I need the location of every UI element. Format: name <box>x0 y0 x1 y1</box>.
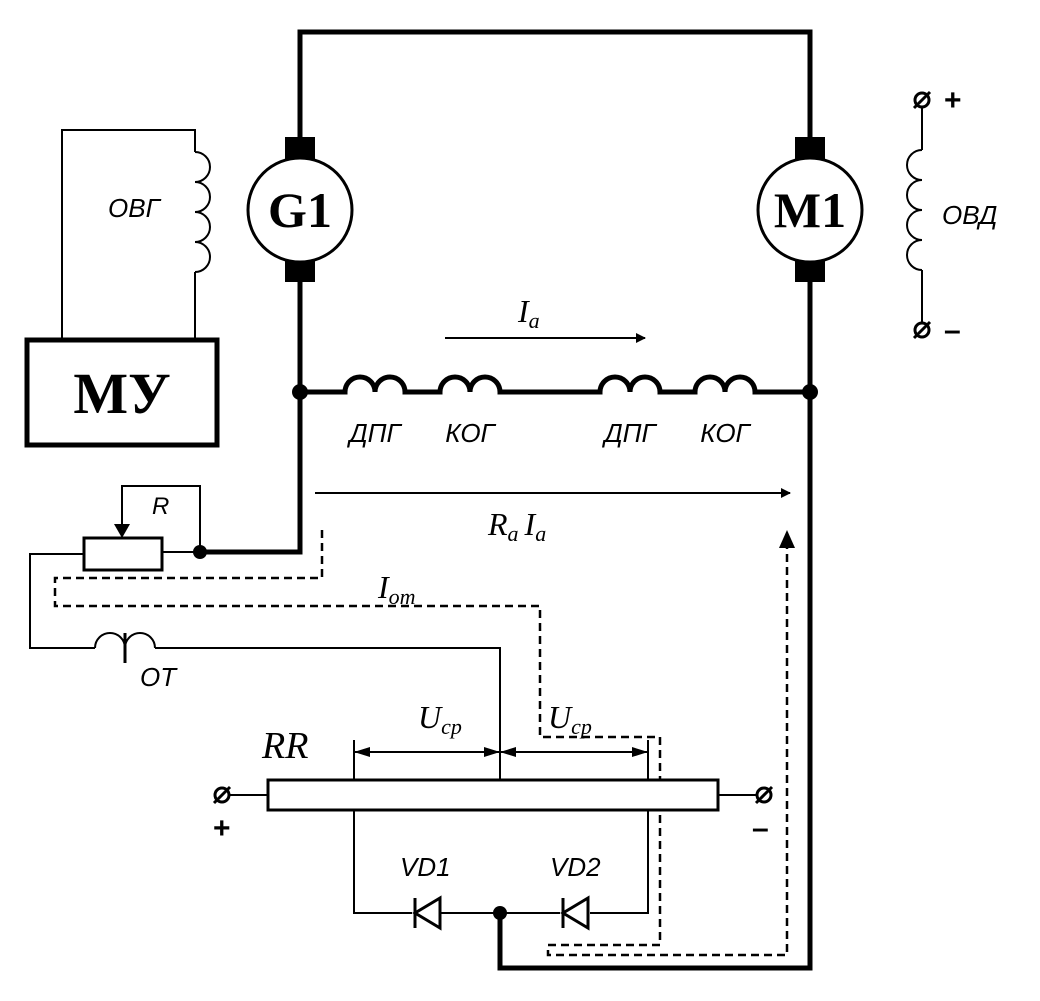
plus-bottom-label: + <box>213 812 231 845</box>
ia-label: Ia <box>517 293 540 333</box>
generator-field-circuit: ОВГ МУ <box>24 129 220 448</box>
rr-label: RR <box>261 725 308 767</box>
vd1-label: VD1 <box>400 852 451 882</box>
motor-field-circuit: + – ОВД <box>906 84 997 347</box>
ucp1-label: Uср <box>418 699 462 739</box>
mu-label: МУ <box>73 361 170 426</box>
ovg-label: ОВГ <box>108 193 162 223</box>
ovg-coil <box>194 151 211 273</box>
r-node <box>193 545 207 559</box>
kog2-label: КОГ <box>700 418 751 448</box>
dpg1-label: ДПГ <box>346 418 402 448</box>
ucp2-label: Uср <box>548 699 592 739</box>
kog2-coil <box>692 374 758 395</box>
dpg1-coil <box>342 374 408 395</box>
rr-rail <box>266 778 720 812</box>
junction-right <box>802 384 818 400</box>
dpg2-coil <box>597 374 663 395</box>
ovd-coil <box>906 149 923 271</box>
diode-vd2 <box>560 895 590 931</box>
minus-bottom-label: – <box>752 812 769 845</box>
armature-current-indicator: Ia <box>445 293 646 343</box>
dpg2-label: ДПГ <box>601 418 657 448</box>
resistor-r <box>82 536 164 572</box>
minus-top-label: – <box>944 314 961 347</box>
ot-label: ОТ <box>140 662 178 692</box>
vd2-label: VD2 <box>550 852 601 882</box>
diode-node <box>493 906 507 920</box>
generator-g1: G1 <box>246 137 354 282</box>
ot-current-path: Iот <box>53 530 795 957</box>
motor-m1: M1 <box>756 137 864 282</box>
m1-label: M1 <box>774 182 846 238</box>
current-limit-circuit: R ОТ <box>29 485 501 780</box>
reference-rail: RR + – Uср Uср VD1 VD2 <box>212 699 774 931</box>
series-windings: ДПГ КОГ ДПГ КОГ <box>342 374 758 448</box>
mu-amplifier-box <box>24 337 220 448</box>
junction-left <box>292 384 308 400</box>
g1-label: G1 <box>268 182 332 238</box>
r-label: R <box>152 493 169 520</box>
ovd-label: ОВД <box>942 200 997 230</box>
kog1-coil <box>437 374 503 395</box>
kog1-label: КОГ <box>445 418 496 448</box>
main-loop-wires <box>197 29 813 971</box>
iot-label: Iот <box>377 569 416 609</box>
diode-vd1 <box>412 895 442 931</box>
plus-top-label: + <box>944 84 962 117</box>
